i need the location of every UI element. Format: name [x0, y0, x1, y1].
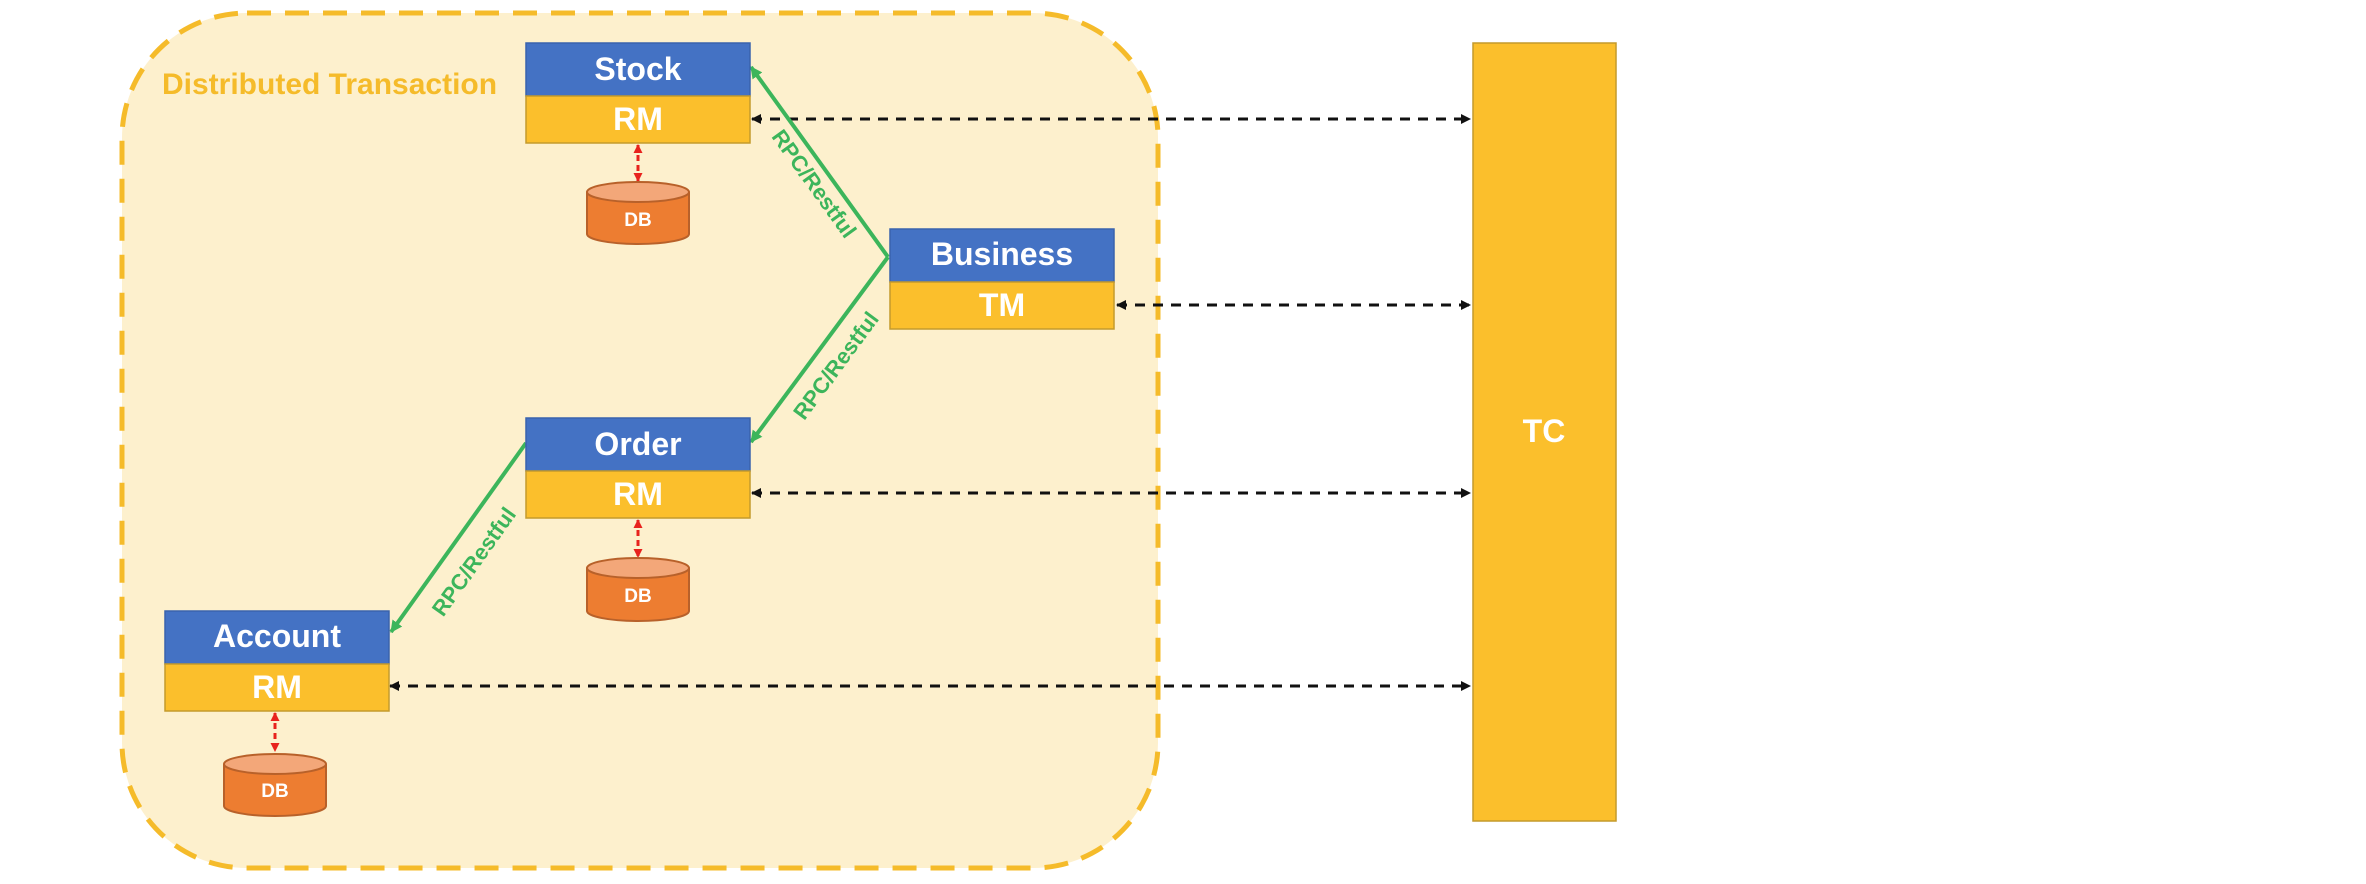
business-to-stock-arrow	[749, 65, 890, 259]
region-label: Distributed Transaction	[162, 68, 497, 101]
database-cylinder-icon: DB	[223, 753, 327, 817]
order-title: Order	[594, 426, 681, 462]
business-tm-box	[889, 281, 1115, 330]
business-header	[889, 228, 1115, 283]
account-title: Account	[213, 618, 341, 654]
order-rm-label: RM	[613, 476, 663, 512]
order-rm-box	[525, 470, 751, 519]
tc-label: TC	[1523, 413, 1566, 449]
database-cylinder-icon: DB	[586, 181, 690, 245]
order-to-account-arrow	[389, 441, 528, 634]
database-cylinder-icon: DB	[586, 557, 690, 622]
tc-connections	[389, 114, 1471, 691]
business-tm-label: TM	[979, 287, 1025, 323]
stock-title: Stock	[594, 51, 681, 87]
account-rm-label: RM	[252, 669, 302, 705]
business-title: Business	[931, 236, 1073, 272]
stock-node: Stock RM DB	[525, 42, 751, 245]
business-node: Business TM	[889, 228, 1115, 330]
account-header	[164, 610, 390, 665]
account-db-label: DB	[261, 781, 288, 802]
account-rm-box	[164, 663, 390, 712]
business-to-order-arrow	[749, 255, 890, 444]
stock-db-label: DB	[624, 210, 651, 231]
stock-rm-label: RM	[613, 101, 663, 137]
tc-node: TC	[1472, 42, 1617, 822]
order-header	[525, 417, 751, 472]
stock-rm-box	[525, 95, 751, 144]
tc-box	[1472, 42, 1617, 822]
order-node: Order RM DB	[525, 417, 751, 622]
order-db-label: DB	[624, 586, 651, 607]
account-node: Account RM DB	[164, 610, 390, 817]
stock-header	[525, 42, 751, 97]
